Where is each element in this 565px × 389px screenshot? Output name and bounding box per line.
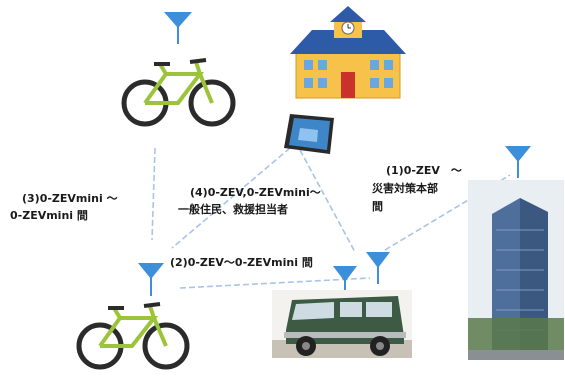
link4-label-line2: 一般住民、救援担当者 xyxy=(178,203,288,216)
link-tablet-to-van xyxy=(299,149,356,253)
link-bike-top-to-bike-bottom xyxy=(151,147,156,241)
link1-label-line3: 間 xyxy=(372,200,383,213)
bicycle-icon xyxy=(76,302,190,370)
antenna-icon xyxy=(164,12,192,44)
link1-label-line2: 災害対策本部 xyxy=(372,182,438,195)
antenna-icon xyxy=(366,252,390,284)
link1-label-line1: (1)0-ZEV ～ xyxy=(386,164,462,177)
bicycle-icon xyxy=(121,58,236,127)
antenna-icon xyxy=(505,146,531,178)
antenna-icon xyxy=(138,263,164,296)
link-tablet-to-bike-bottom xyxy=(171,147,291,249)
link4-label-line1: (4)0-ZEV,0-ZEVmini～ xyxy=(190,186,321,199)
tablet-icon xyxy=(284,114,334,154)
link2-label: (2)0-ZEV～0-ZEVmini 間 xyxy=(170,256,313,269)
van-icon xyxy=(272,290,412,358)
school-building-icon xyxy=(290,6,406,99)
link3-label-line2: 0-ZEVmini 間 xyxy=(10,209,88,222)
office-tower-icon xyxy=(468,180,564,360)
link3-label-line1: (3)0-ZEVmini ～ xyxy=(22,192,118,205)
link-bike-bottom-to-van xyxy=(179,277,371,289)
